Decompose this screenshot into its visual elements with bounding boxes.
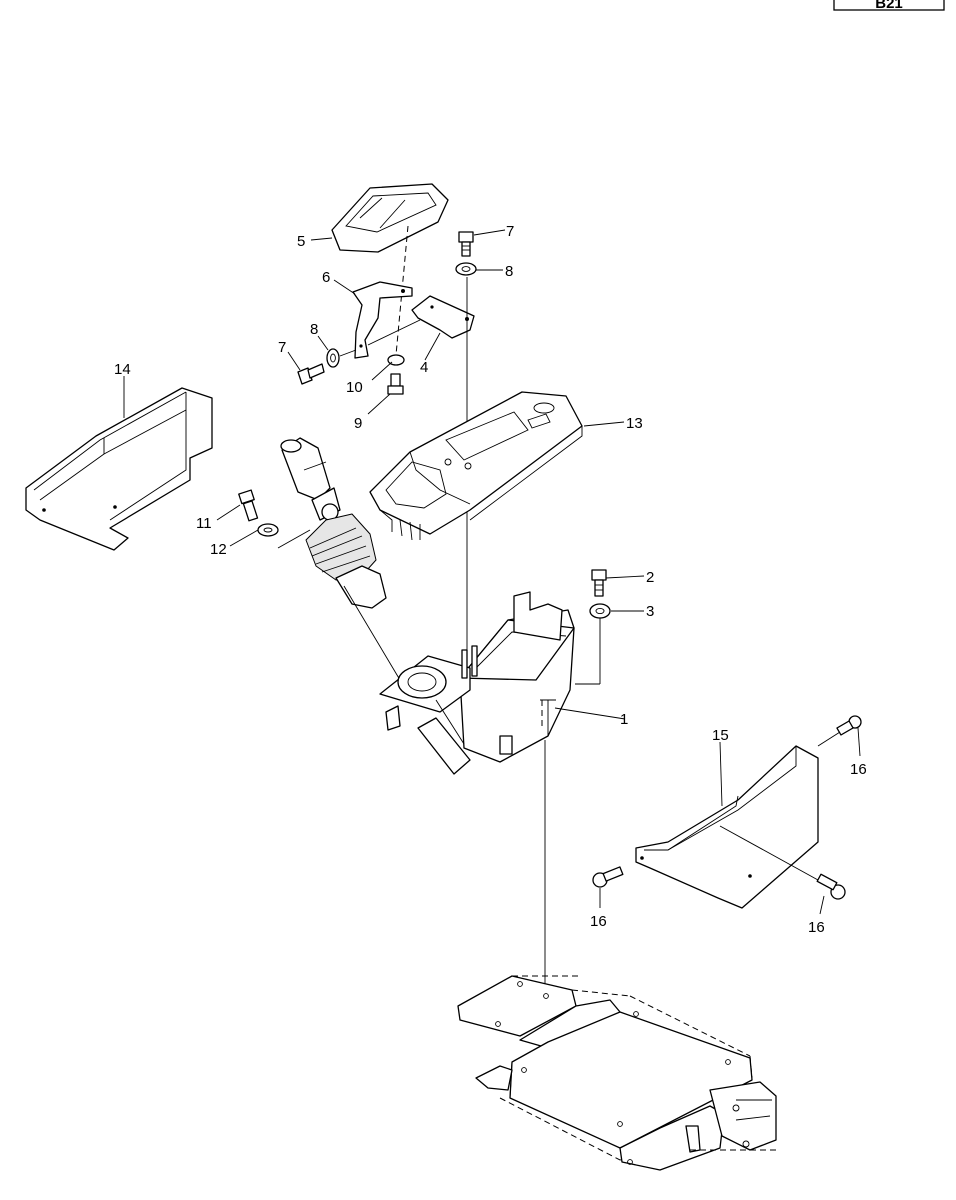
callout-9: 9 (354, 415, 362, 432)
part-14-left-cover (25, 387, 213, 551)
callout-2: 2 (646, 569, 654, 586)
washer-8-upper (455, 262, 477, 276)
callout-5: 5 (297, 233, 305, 250)
callout-16-left: 16 (590, 913, 607, 930)
bolt-16-left (592, 866, 624, 888)
page-code: B21 (875, 0, 903, 12)
bolt-2 (591, 569, 607, 597)
callout-7-left: 7 (278, 339, 286, 356)
bolt-11 (238, 489, 259, 522)
bolt-9 (387, 373, 404, 395)
callout-6: 6 (322, 269, 330, 286)
bolt-16-right (816, 873, 846, 900)
bolt-7-upper (458, 231, 474, 257)
base-frame (457, 975, 780, 1171)
callout-4: 4 (420, 359, 428, 376)
callout-8-left: 8 (310, 321, 318, 338)
callout-13: 13 (626, 415, 643, 432)
part-1-console-box (379, 591, 626, 775)
part-15-right-cover (635, 745, 819, 909)
callout-8-upper: 8 (505, 263, 513, 280)
callout-11: 11 (196, 515, 212, 532)
part-6-bracket (352, 281, 413, 359)
callout-1: 1 (620, 711, 628, 728)
callout-7-upper: 7 (506, 223, 514, 240)
leader-lines (123, 229, 861, 915)
bolt-16-top (817, 715, 862, 747)
page-code-box: B21 (833, 0, 945, 12)
callout-12: 12 (210, 541, 227, 558)
callout-15: 15 (712, 727, 729, 744)
part-13-console-cover (369, 391, 583, 541)
callout-3: 3 (646, 603, 654, 620)
callout-16-top: 16 (850, 761, 867, 778)
joystick-lever (280, 437, 401, 681)
callout-labels: 1 2 3 4 5 6 7 7 8 8 9 10 11 12 13 14 15 … (114, 223, 867, 936)
callout-16-right: 16 (808, 919, 825, 936)
bolt-7-left (297, 348, 357, 385)
callout-14: 14 (114, 361, 131, 378)
callout-10: 10 (346, 379, 363, 396)
part-4-bracket (367, 295, 475, 346)
washer-3 (589, 603, 611, 619)
washer-12 (257, 523, 311, 549)
part-5-top-cover (331, 183, 449, 356)
